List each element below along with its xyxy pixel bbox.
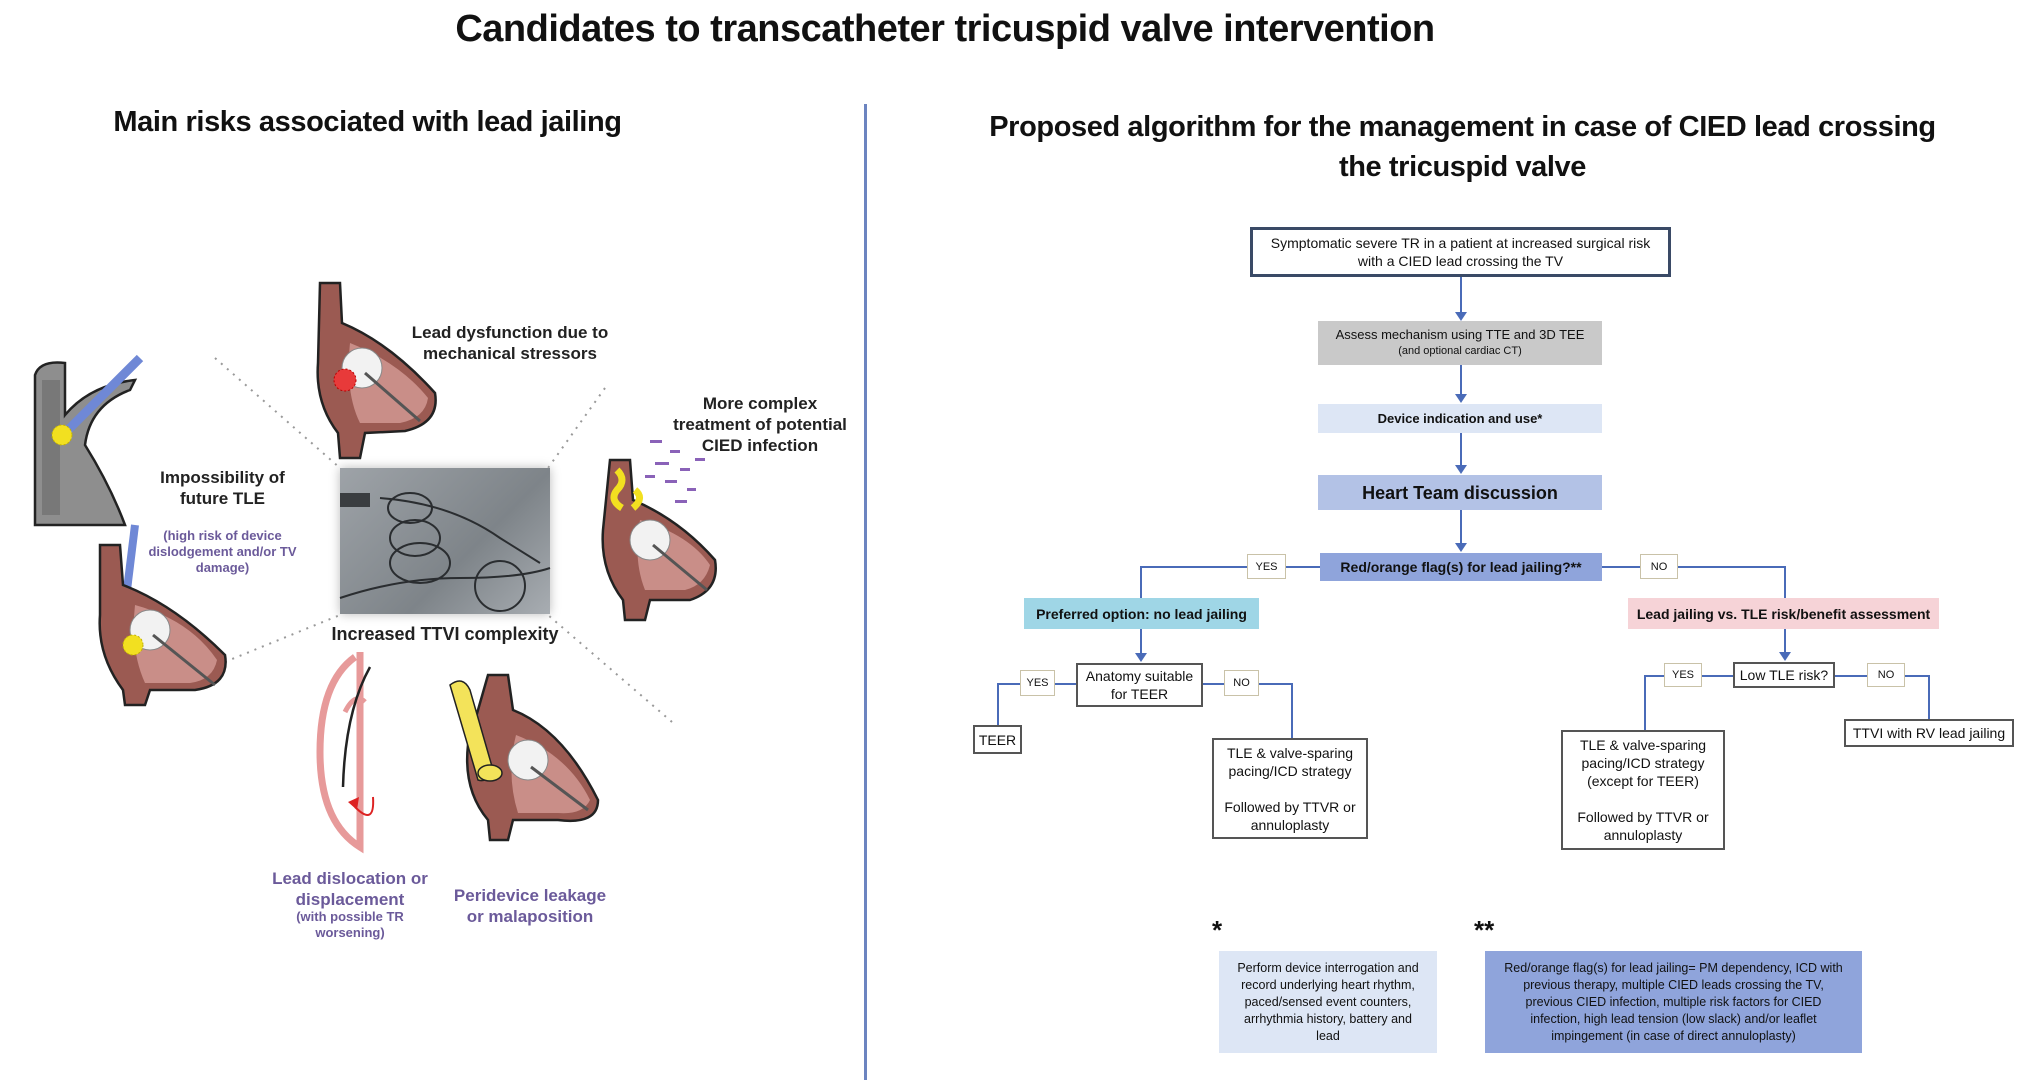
node-red-flag: Red/orange flag(s) for lead jailing?** <box>1320 553 1602 581</box>
footnote-red-flags: Red/orange flag(s) for lead jailing= PM … <box>1485 951 1862 1053</box>
connector <box>1928 675 1930 719</box>
node-teer: TEER <box>973 725 1022 754</box>
node-risk-benefit: Lead jailing vs. TLE risk/benefit assess… <box>1628 598 1939 629</box>
connector <box>1784 629 1786 653</box>
node-heart-team: Heart Team discussion <box>1318 475 1602 510</box>
node-tle-right-line3: (except for TEER) <box>1587 773 1699 789</box>
connector <box>1460 365 1462 395</box>
heart-illustration-infection <box>601 440 717 622</box>
connector <box>1460 433 1462 466</box>
node-anatomy-line2: for TEER <box>1110 686 1169 702</box>
fluoroscopy-image <box>339 468 551 614</box>
vein-illustration-tle <box>33 354 144 527</box>
red-arrow-icon <box>348 797 359 810</box>
risk-label-infection: More complex treatment of potential CIED… <box>673 394 847 455</box>
connector <box>1460 510 1462 544</box>
node-anatomy-line1: Anatomy suitable <box>1085 668 1194 684</box>
node-tle-left: TLE & valve-sparing pacing/ICD strategy … <box>1212 738 1368 839</box>
connector <box>1460 277 1462 313</box>
tag-no: NO <box>1640 554 1678 579</box>
contact-burst-icon <box>122 634 144 656</box>
node-assess: Assess mechanism using TTE and 3D TEE (a… <box>1318 321 1602 365</box>
arrow-down-icon <box>1455 543 1467 552</box>
node-anatomy: Anatomy suitable for TEER <box>1076 663 1203 707</box>
spoke-upper-right <box>547 387 606 469</box>
connector <box>1644 675 1646 730</box>
arrow-down-icon <box>1455 312 1467 321</box>
spoke-lower-right <box>547 614 673 723</box>
connector <box>1602 566 1786 568</box>
node-device-indication: Device indication and use* <box>1318 404 1602 433</box>
node-tle-left-line4: annuloplasty <box>1250 816 1330 833</box>
heart-illustration-leakage <box>449 673 600 842</box>
left-panel-heading: Main risks associated with lead jailing <box>113 106 622 138</box>
tag-yes: YES <box>1247 554 1286 579</box>
center-image-label: Increased TTVI complexity <box>331 624 559 644</box>
node-assess-line1: Assess mechanism using TTE and 3D TEE <box>1335 327 1585 342</box>
risk-label-lead-dysfunction: Lead dysfunction due to mechanical stres… <box>411 323 609 363</box>
node-tle-right-line1: TLE & valve-sparing <box>1579 737 1707 753</box>
footnote-marker-1: * <box>1212 915 1223 945</box>
risk-label-leakage: Peridevice leakage or malaposition <box>453 886 607 926</box>
node-assess-line2: (and optional cardiac CT) <box>1398 345 1522 357</box>
connector <box>1140 566 1320 568</box>
node-tle-left-line2: pacing/ICD strategy <box>1228 762 1352 779</box>
tag-yes: YES <box>1020 670 1055 696</box>
node-tle-right: TLE & valve-sparing pacing/ICD strategy … <box>1561 730 1725 850</box>
risk-label-dislocation: Lead dislocation or displacement <box>272 869 428 909</box>
heart-outline-illustration-dislocation <box>316 652 375 854</box>
node-tle-right-line5: annuloplasty <box>1603 827 1683 843</box>
risk-label-tle: Impossibility of future TLE <box>160 468 285 508</box>
node-tle-left-line1: TLE & valve-sparing <box>1226 744 1354 761</box>
dotted-spokes <box>209 357 673 723</box>
connector <box>997 683 999 725</box>
right-panel-heading-line1: Proposed algorithm for the management in… <box>989 111 1936 143</box>
connector <box>1140 566 1142 598</box>
right-panel-heading-line2: the tricuspid valve <box>1338 151 1587 183</box>
node-ttvi: TTVI with RV lead jailing <box>1844 719 2014 747</box>
node-tle-left-line3: Followed by TTVR or <box>1224 798 1356 815</box>
arrow-down-icon <box>1455 465 1467 474</box>
node-low-tle: Low TLE risk? <box>1733 662 1835 688</box>
node-tle-right-line4: Followed by TTVR or <box>1577 809 1709 825</box>
risk-note-tle: (high risk of device dislodgement and/or… <box>148 528 297 575</box>
tag-yes: YES <box>1664 663 1702 687</box>
heart-illustration-tle <box>98 524 227 707</box>
risk-note-dislocation: (with possible TR worsening) <box>296 909 404 940</box>
bacteria-icon <box>645 440 705 503</box>
footnote-device-interrogation: Perform device interrogation and record … <box>1219 951 1437 1053</box>
node-start: Symptomatic severe TR in a patient at in… <box>1250 227 1671 277</box>
tag-no: NO <box>1867 663 1905 687</box>
arrow-down-icon <box>1135 653 1147 662</box>
contact-burst-icon <box>51 424 73 446</box>
stress-burst-icon <box>333 368 357 392</box>
tag-no: NO <box>1224 670 1259 696</box>
footnote-marker-2: ** <box>1474 915 1495 945</box>
connector <box>1291 683 1293 738</box>
heart-illustration-lead-dysfunction <box>316 281 437 460</box>
node-tle-right-line2: pacing/ICD strategy <box>1581 755 1705 771</box>
arrow-down-icon <box>1455 394 1467 403</box>
connector <box>1140 629 1142 654</box>
main-title: Candidates to transcatheter tricuspid va… <box>455 8 1435 50</box>
panel-divider <box>864 104 867 1080</box>
node-start-line2: with a CIED lead crossing the TV <box>1357 253 1564 269</box>
node-start-line1: Symptomatic severe TR in a patient at in… <box>1270 235 1651 251</box>
arrow-down-icon <box>1779 652 1791 661</box>
connector <box>1784 566 1786 598</box>
node-preferred-option: Preferred option: no lead jailing <box>1024 598 1259 629</box>
